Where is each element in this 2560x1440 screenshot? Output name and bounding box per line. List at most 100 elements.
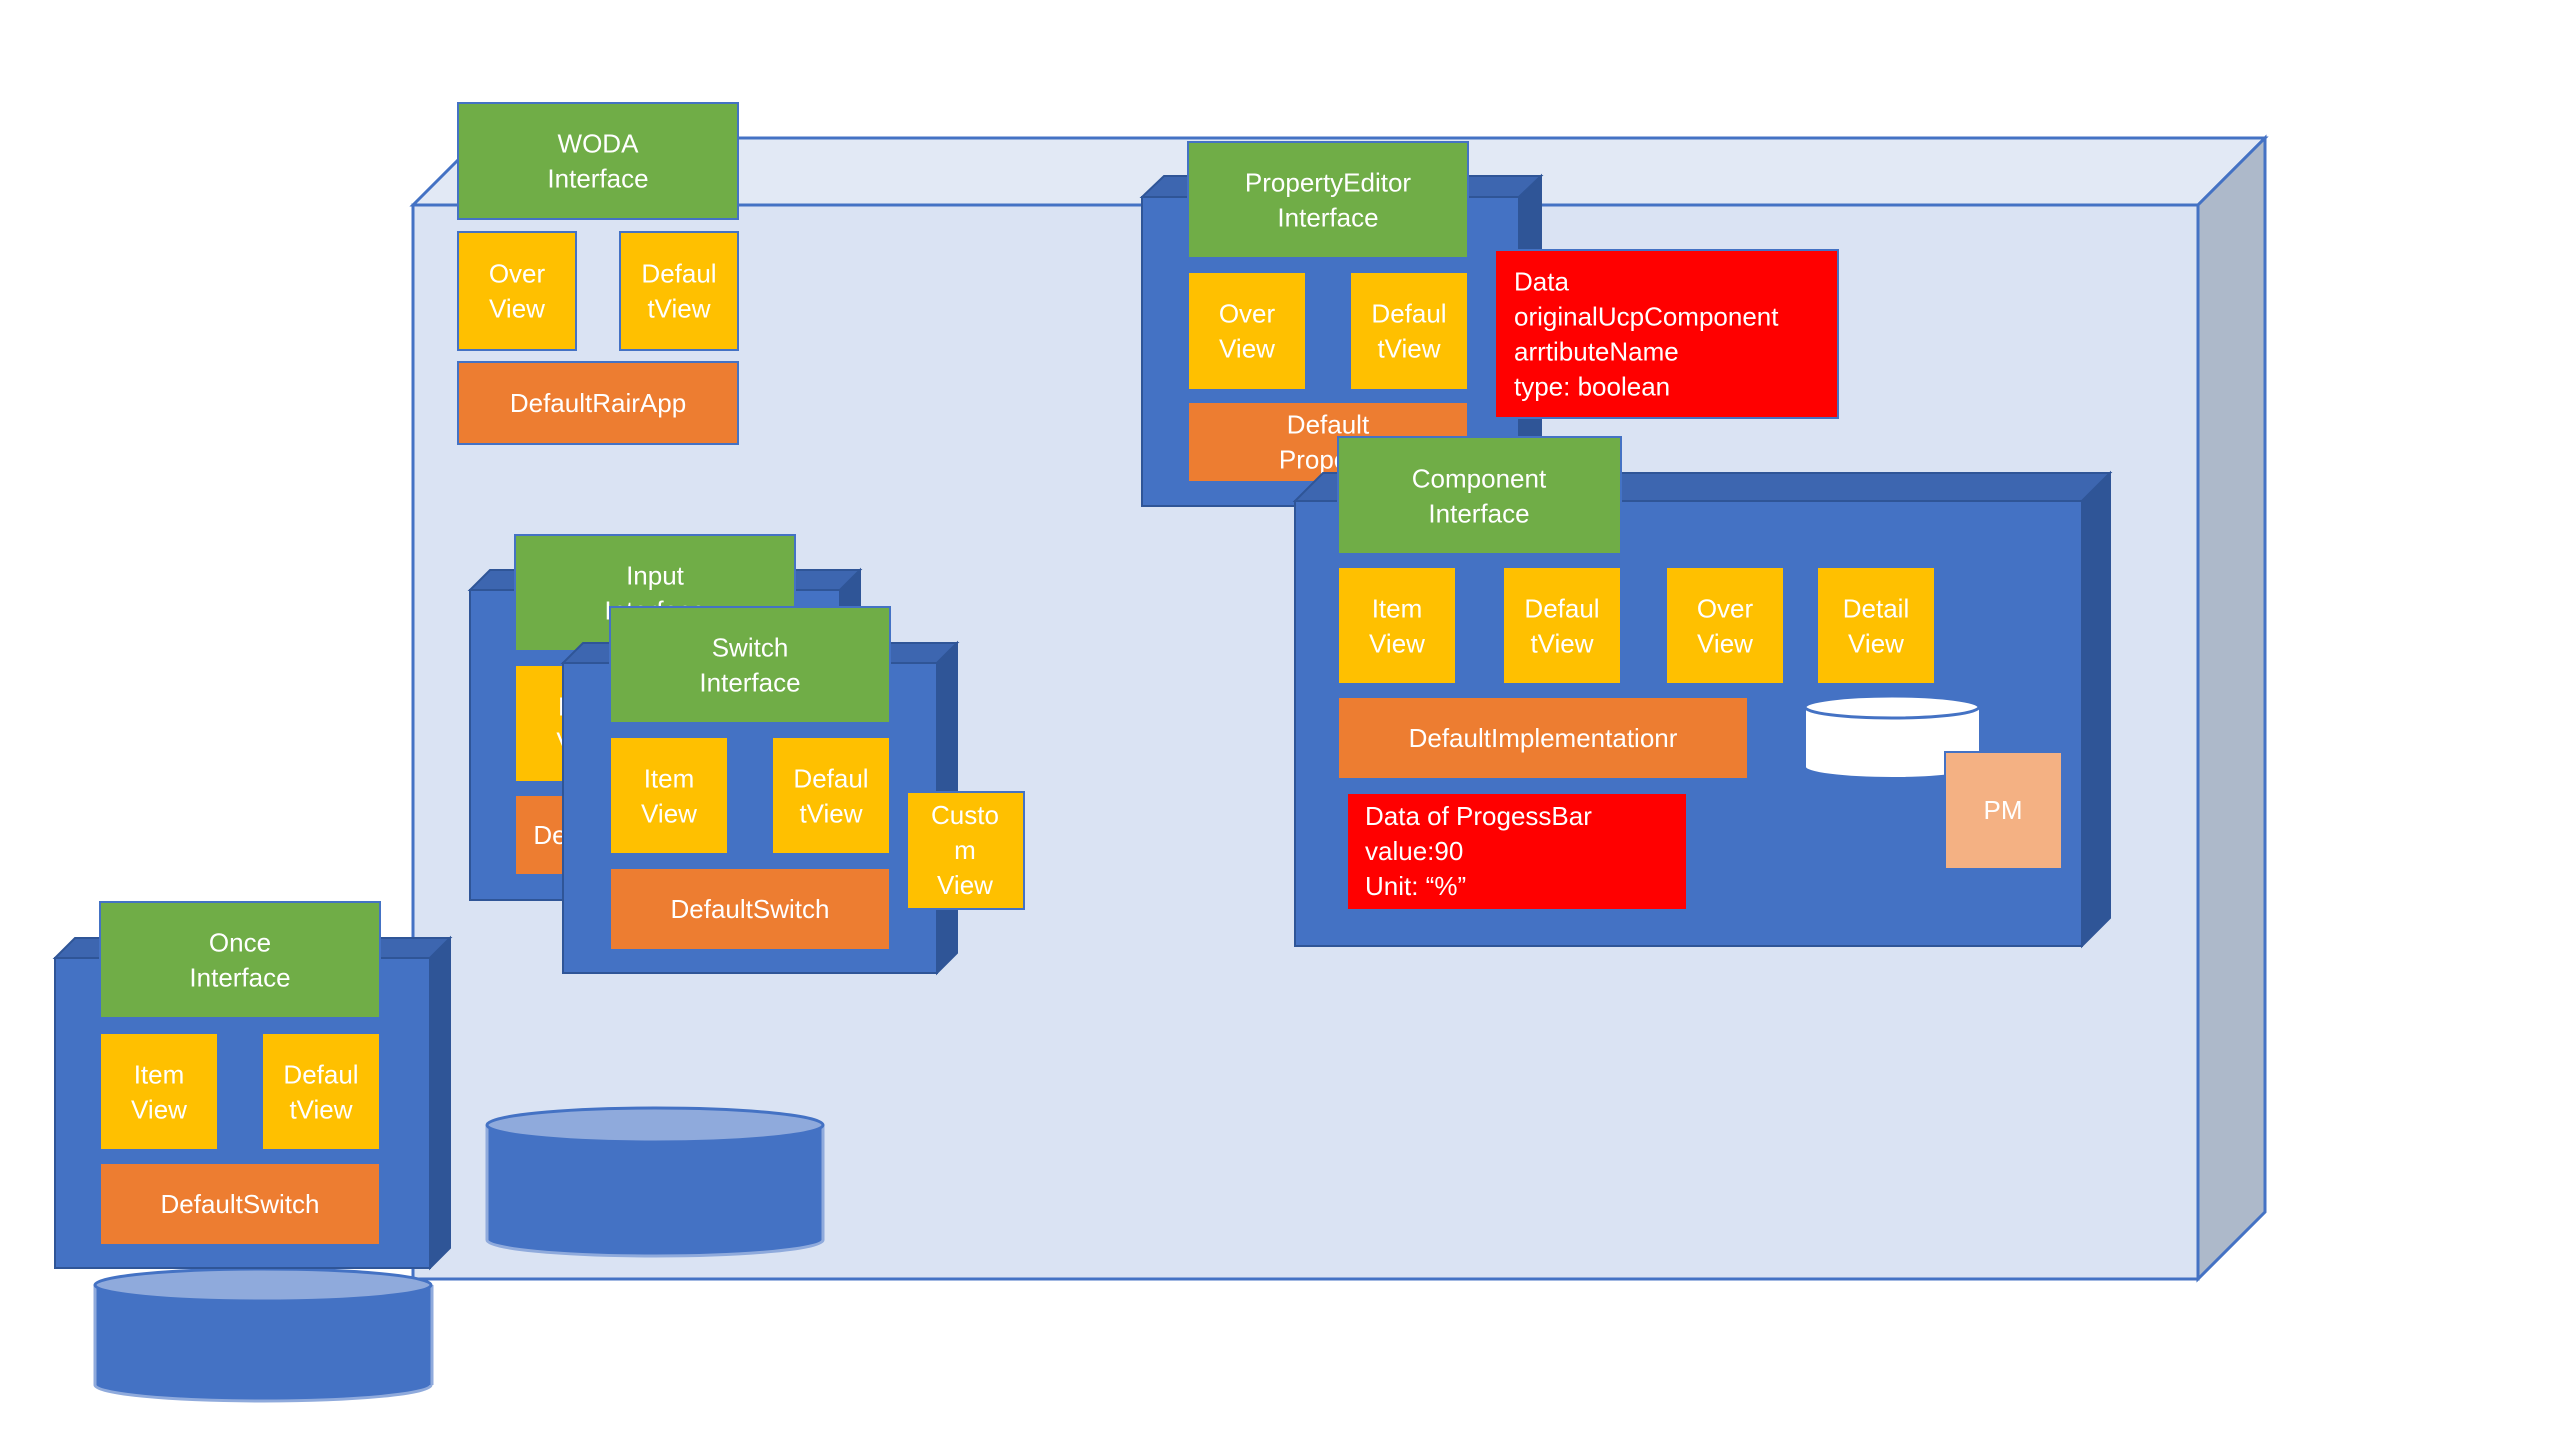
once-itemview-box (99, 1032, 219, 1151)
component-defaultview-box (1502, 566, 1622, 685)
woda-impl-box (457, 361, 739, 445)
label-line: WODA (558, 129, 640, 159)
switch-impl-label: DefaultSwitch (671, 894, 830, 924)
label-line: View (1369, 629, 1425, 659)
label-line: Item (1372, 594, 1423, 624)
label-line: View (1219, 334, 1275, 364)
label-line: tView (1530, 629, 1593, 659)
label-line: DefaultSwitch (161, 1189, 320, 1219)
label-line: tView (289, 1095, 352, 1125)
once-impl-label: DefaultSwitch (161, 1189, 320, 1219)
label-line: Unit: “%” (1365, 871, 1466, 901)
woda-defaultview-label: Defaul tView (641, 259, 716, 324)
label-line: Item (134, 1060, 185, 1090)
woda-defaultview-box (619, 231, 739, 351)
once-defaultview-label: Defaul tView (283, 1060, 358, 1125)
component-interface-box (1337, 436, 1622, 555)
label-line: DefaultRairApp (510, 388, 686, 418)
once-impl-box (99, 1162, 381, 1246)
label-line: tView (799, 799, 862, 829)
label-line: Interface (1428, 499, 1529, 529)
label-line: Defaul (793, 764, 868, 794)
property-editor-data-box (1494, 249, 1839, 419)
label-line: Item (644, 764, 695, 794)
label-line: Component (1412, 464, 1547, 494)
label-line: Interface (189, 963, 290, 993)
component-pm-label: PM (1984, 795, 2023, 825)
label-line: Default (1287, 410, 1370, 440)
input-impl-fragment-label: De (533, 820, 566, 850)
component-overview-box (1665, 566, 1785, 685)
label-line: Switch (712, 633, 789, 663)
property-editor-data-label: Data originalUcpComponent arrtibuteName typ… (1514, 267, 1779, 402)
label-line: Detail (1843, 594, 1909, 624)
label-line: View (489, 294, 545, 324)
property-editor-overview-box (1187, 271, 1307, 391)
label-line: Over (1697, 594, 1754, 624)
label-line: arrtibuteName (1514, 337, 1679, 367)
label-line: View (1697, 629, 1753, 659)
label-line: type: boolean (1514, 372, 1670, 402)
database-cylinder (485, 1106, 825, 1258)
component-pm-box (1944, 751, 2063, 870)
main-container-side (2196, 134, 2267, 1283)
label-line: Over (489, 259, 546, 289)
component-itemview-box (1337, 566, 1457, 685)
label-line: tView (647, 294, 710, 324)
label-line: Defaul (641, 259, 716, 289)
label-line: Defaul (283, 1060, 358, 1090)
property-editor-interface-box (1187, 141, 1469, 259)
label-line: Data (1514, 267, 1569, 297)
label-line: Interface (699, 668, 800, 698)
woda-impl-label: DefaultRairApp (510, 388, 686, 418)
component-impl-box (1337, 696, 1749, 780)
label-line: originalUcpComponent (1514, 302, 1779, 332)
label-line: Once (209, 928, 271, 958)
label-line: PM (1984, 795, 2023, 825)
label-line: View (1848, 629, 1904, 659)
once-interface-box (99, 901, 381, 1019)
label-line: value:90 (1365, 836, 1463, 866)
component-detailview-box (1816, 566, 1936, 685)
label-line: View (937, 870, 993, 900)
switch-interface-box (609, 606, 891, 724)
switch-defaultview-box (771, 736, 891, 855)
woda-overview-box (457, 231, 577, 351)
woda-interface-box (457, 102, 739, 220)
label-line: PropertyEditor (1245, 168, 1412, 198)
label-line: Interface (1277, 203, 1378, 233)
switch-itemview-box (609, 736, 729, 855)
once-cube-side (429, 935, 451, 1271)
label-line: De (533, 820, 566, 850)
label-line: Defaul (1524, 594, 1599, 624)
property-editor-defaultview-box (1349, 271, 1469, 391)
label-line: Over (1219, 299, 1276, 329)
label-line: tView (1377, 334, 1440, 364)
once-database-cylinder (93, 1267, 434, 1403)
component-storage-cylinder (1803, 694, 1981, 779)
component-data-box (1346, 792, 1688, 911)
property-editor-data-note: Data originalUcpComponent arrtibuteName typ… (1494, 249, 1839, 419)
label-line: m (954, 835, 976, 865)
label-line: DefaultImplementationr (1409, 723, 1678, 753)
switch-defaultview-label: Defaul tView (793, 764, 868, 829)
